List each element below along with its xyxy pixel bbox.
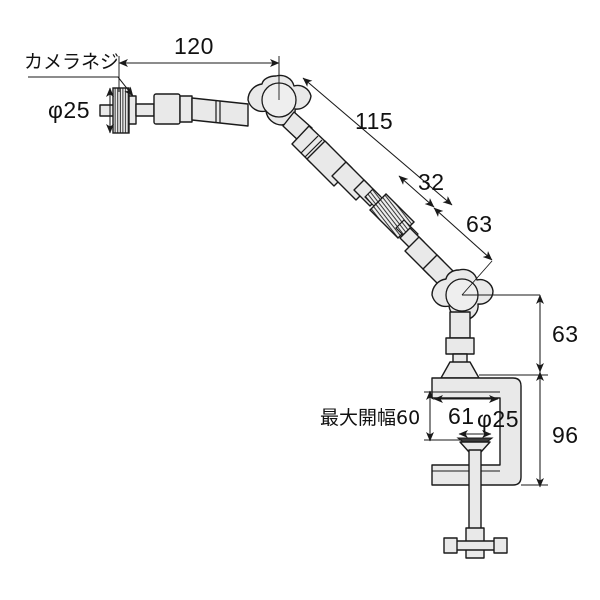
dim-63-vertical: 63	[536, 294, 579, 373]
clamp-t-handle-bar	[451, 540, 499, 551]
camera-screw-collar	[128, 95, 137, 125]
dim-32-line	[398, 175, 435, 208]
clamp-post-upper	[449, 311, 471, 339]
dim-63-diagonal: 63	[433, 207, 493, 261]
dim-dia25-top: φ25	[48, 87, 114, 134]
upper-arm-group	[153, 93, 249, 127]
dim-open60-label: 最大開幅60	[320, 407, 420, 429]
clamp-t-handle-cap-right	[493, 537, 508, 554]
dim-96-vertical: 96	[479, 371, 579, 488]
clamp-t-handle-cap-left	[443, 537, 458, 554]
dimension-annotations: カメラネジ φ25 120 115 32	[24, 33, 579, 488]
dim-63-vertical-text: 63	[552, 321, 579, 347]
dim-32-text: 32	[418, 169, 445, 195]
camera-screw-head-group	[99, 87, 155, 134]
upper-knob-group	[247, 74, 312, 126]
c-clamp-body	[431, 377, 522, 486]
dim-63-diagonal-line	[433, 207, 493, 261]
dim-32: 32	[398, 169, 445, 208]
clamp-post-group	[440, 311, 480, 379]
c-clamp-group	[431, 377, 522, 486]
camera-screw-callout: カメラネジ	[24, 51, 134, 97]
camera-screw-stud	[99, 104, 115, 117]
dim-61-text: 61	[448, 403, 475, 429]
lower-knob-diag-leader	[461, 260, 493, 296]
dim-max-open-60: 最大開幅60	[320, 390, 462, 442]
dim-61: 61	[433, 395, 499, 429]
dim-dia25-top-text: φ25	[48, 97, 90, 123]
dim-dia25-clamp-text: φ25	[477, 406, 519, 432]
upper-arm-sleeve-a	[153, 93, 181, 125]
clamp-post-base-cone	[440, 361, 480, 379]
camera-screw-knurled-head	[112, 87, 130, 134]
upper-arm-sleeve-b	[179, 95, 193, 123]
dim-120: 120	[118, 33, 280, 92]
dim-96-vertical-text: 96	[552, 422, 579, 448]
part-assembly	[99, 74, 522, 559]
camera-screw-leader-line	[28, 76, 134, 97]
dim-dia25-clamp: φ25	[458, 406, 519, 438]
clamp-post-collar	[445, 337, 475, 355]
clamp-screw-group	[443, 437, 508, 559]
camera-screw-shank	[135, 103, 155, 117]
dim-120-text: 120	[174, 33, 214, 59]
dim-115-text: 115	[355, 108, 393, 134]
camera-screw-label: カメラネジ	[24, 51, 119, 73]
dim-63-diagonal-text: 63	[466, 211, 493, 237]
